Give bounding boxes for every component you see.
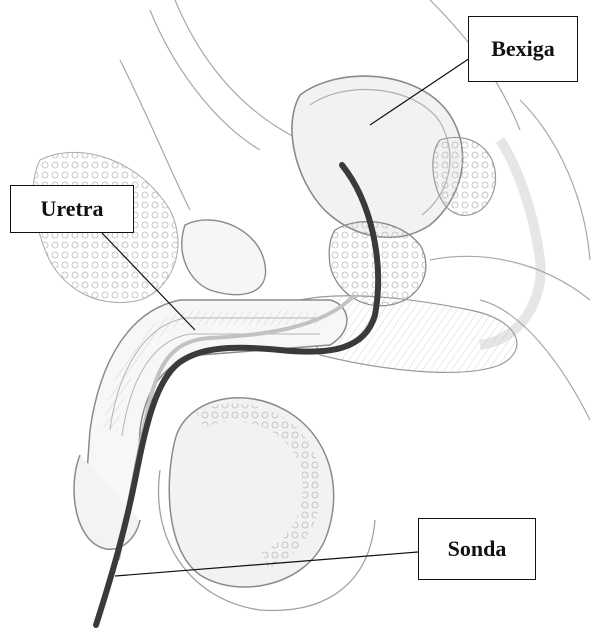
label-uretra: Uretra	[10, 185, 134, 233]
label-bexiga: Bexiga	[468, 16, 578, 82]
pubic-bone	[182, 220, 266, 295]
label-sonda: Sonda	[418, 518, 536, 580]
